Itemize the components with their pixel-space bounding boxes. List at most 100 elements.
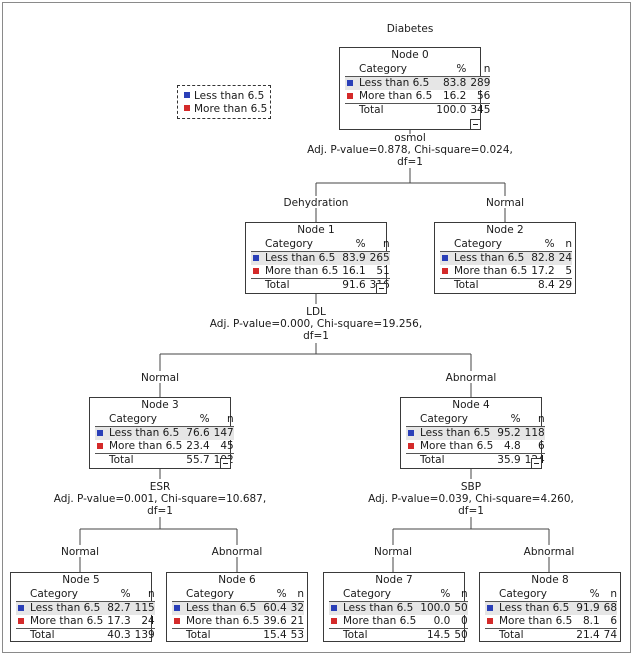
col-category: Category: [485, 588, 573, 602]
legend-item-less: Less than 6.5: [184, 90, 264, 102]
pct-cell: 82.7: [103, 601, 131, 615]
branch-label: Normal: [61, 546, 99, 558]
pct-cell: 14.5: [416, 628, 451, 642]
split-statistic: Adj. P-value=0.878, Chi-square=0.024,: [307, 144, 513, 156]
node-title: Node 5: [62, 574, 100, 586]
n-cell: 5: [565, 265, 573, 278]
pct-cell: 23.4: [186, 440, 210, 453]
n-cell: 32: [286, 601, 305, 615]
category-name: Less than 6.5: [186, 602, 257, 615]
pct-cell: 16.1: [342, 265, 366, 278]
n-cell: 45: [220, 440, 234, 453]
category-name: More than 6.5: [109, 440, 183, 453]
col-category: Category: [16, 588, 104, 602]
pct-cell: 95.2: [493, 426, 521, 440]
collapse-icon[interactable]: [470, 119, 481, 130]
category-swatch-blue: [487, 605, 493, 611]
branch-label: Abnormal: [211, 546, 263, 558]
node-title: Node 7: [375, 574, 413, 586]
collapse-icon[interactable]: [376, 283, 387, 294]
collapse-icon[interactable]: [220, 458, 231, 469]
pct-cell: 0.0: [433, 615, 451, 628]
category-swatch-red: [347, 93, 353, 99]
category-name: Less than 6.5: [454, 252, 525, 265]
n-cell: 24: [141, 615, 155, 628]
node-title: Node 1: [297, 224, 335, 236]
category-cell: Less than 6.5: [345, 76, 433, 90]
split-variable: osmol: [394, 132, 426, 144]
n-cell: 56: [477, 90, 491, 103]
split-df: df=1: [147, 505, 173, 517]
category-cell: Less than 6.5: [172, 601, 260, 615]
pct-cell: 21.4: [572, 628, 600, 642]
category-name: More than 6.5: [265, 265, 339, 278]
category-name: Less than 6.5: [359, 77, 430, 90]
split-df: df=1: [303, 330, 329, 342]
split-variable: SBP: [460, 481, 482, 493]
category-name: Less than 6.5: [265, 252, 336, 265]
total-label: Total: [440, 278, 528, 292]
category-swatch-red: [18, 618, 24, 624]
collapse-icon[interactable]: [531, 458, 542, 469]
pct-cell: 16.2: [442, 90, 467, 103]
split-statistic: Adj. P-value=0.000, Chi-square=19.256,: [209, 318, 423, 330]
branch-label: Normal: [374, 546, 412, 558]
total-label: Total: [329, 628, 417, 642]
col-n: n: [286, 588, 305, 602]
category-name: Less than 6.5: [30, 602, 101, 615]
category-cell: More than 6.5: [95, 440, 182, 454]
n-cell: 0: [461, 615, 468, 628]
node-title: Node 4: [452, 399, 490, 411]
category-name: More than 6.5: [186, 615, 260, 628]
category-cell: More than 6.5: [16, 615, 103, 629]
total-label: Total: [345, 103, 433, 117]
category-swatch-red: [442, 268, 448, 274]
pct-cell: 40.3: [103, 628, 131, 642]
col-n: n: [365, 238, 390, 252]
col-category: Category: [251, 238, 339, 252]
n-cell: 24: [554, 251, 573, 265]
category-swatch-red: [487, 618, 493, 624]
node-title: Node 8: [531, 574, 569, 586]
category-swatch-blue: [174, 605, 180, 611]
n-cell: 6: [538, 440, 545, 453]
n-cell: 147: [209, 426, 234, 440]
category-swatch-red: [97, 443, 103, 449]
col-category: Category: [406, 413, 494, 427]
legend-item-more: More than 6.5: [184, 103, 267, 115]
category-name: More than 6.5: [30, 615, 104, 628]
category-name: Less than 6.5: [420, 427, 491, 440]
col-n: n: [520, 413, 545, 427]
category-name: More than 6.5: [499, 615, 573, 628]
total-label: Total: [172, 628, 260, 642]
legend-label: More than 6.5: [194, 103, 268, 115]
split-variable: LDL: [306, 306, 326, 318]
pct-cell: 8.1: [582, 615, 600, 628]
category-name: More than 6.5: [454, 265, 528, 278]
n-cell: 50: [450, 601, 468, 615]
category-cell: Less than 6.5: [95, 426, 183, 440]
branch-label: Abnormal: [523, 546, 575, 558]
col-n: n: [450, 588, 468, 602]
category-name: Less than 6.5: [343, 602, 414, 615]
split-variable: ESR: [149, 481, 171, 493]
category-cell: More than 6.5: [329, 615, 416, 629]
legend-swatch-blue: [184, 92, 190, 98]
col-category: Category: [440, 238, 528, 252]
category-cell: Less than 6.5: [440, 251, 528, 265]
n-cell: 6: [610, 615, 618, 628]
col-pct: %: [432, 63, 467, 77]
